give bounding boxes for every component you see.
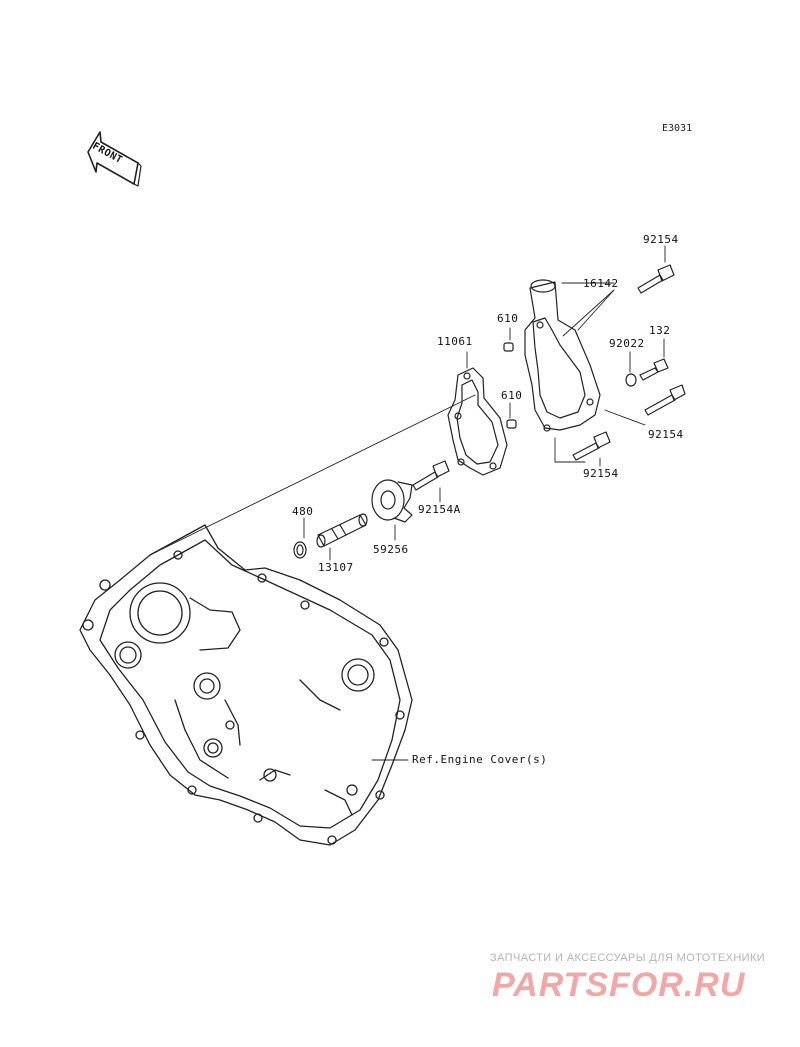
part-label-11061: 11061 <box>437 335 473 348</box>
engine-cover <box>79 524 413 846</box>
bolt-92154-top <box>637 264 675 294</box>
bolt-92154-lower <box>572 431 611 461</box>
gasket-11061 <box>447 367 508 476</box>
washer-92022 <box>625 373 637 387</box>
shaft-13107 <box>316 513 368 548</box>
part-label-92154-lower: 92154 <box>583 467 619 480</box>
watermark-tagline: ЗАПЧАСТИ И АКСЕССУАРЫ ДЛЯ МОТОТЕХНИКИ <box>490 952 766 964</box>
part-label-92154-right: 92154 <box>648 428 684 441</box>
impeller-59256 <box>371 479 413 523</box>
bolt-92154A <box>412 460 450 491</box>
part-label-92154A: 92154A <box>418 503 461 516</box>
part-label-13107: 13107 <box>318 561 354 574</box>
diagram-code: E3031 <box>662 123 693 134</box>
ref-engine-cover-label: Ref.Engine Cover(s) <box>412 753 548 766</box>
bolt-92154-right <box>644 384 686 416</box>
dowel-pins-610 <box>503 342 517 429</box>
front-arrow-icon <box>87 131 142 187</box>
part-label-92022: 92022 <box>609 337 645 350</box>
part-label-92154-top: 92154 <box>643 233 679 246</box>
part-label-16142: 16142 <box>583 277 619 290</box>
part-label-610-top: 610 <box>497 312 519 325</box>
leader-lines <box>149 245 666 761</box>
part-label-610-lower: 610 <box>501 389 523 402</box>
part-label-480: 480 <box>292 505 314 518</box>
bolt-132 <box>639 358 669 381</box>
part-label-132: 132 <box>649 324 671 337</box>
watermark-logo: PARTSFOR.RU <box>492 966 746 1004</box>
pump-cover-16142 <box>524 279 601 432</box>
circlip-480 <box>293 541 307 559</box>
part-label-59256: 59256 <box>373 543 409 556</box>
